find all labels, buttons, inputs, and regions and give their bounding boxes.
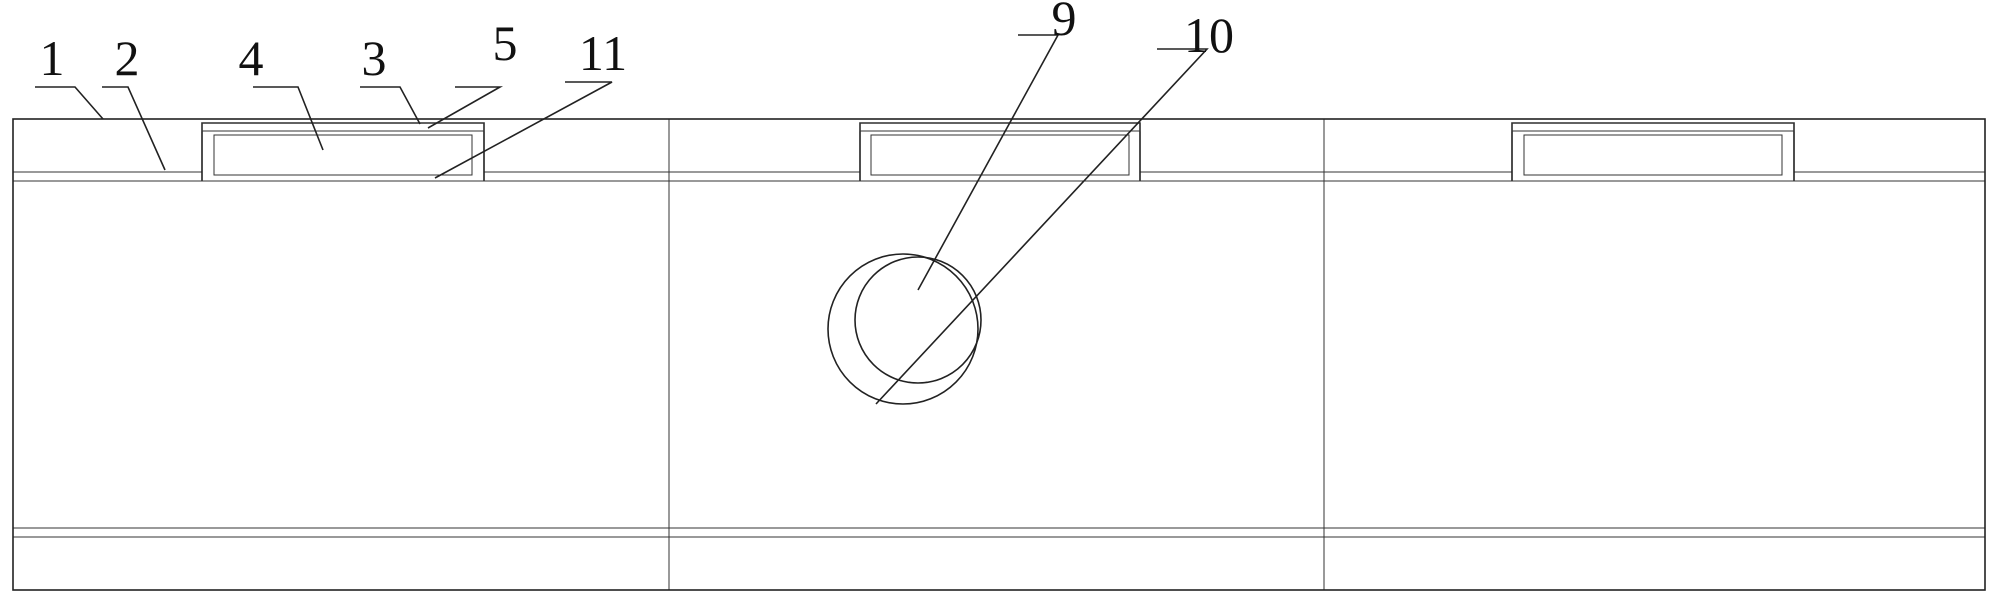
label-4: 4 (239, 30, 264, 86)
label-10: 10 (1184, 7, 1234, 63)
label-2: 2 (115, 30, 140, 86)
label-11: 11 (579, 25, 627, 81)
inner-circle (854, 256, 982, 384)
middle-region (12, 180, 1986, 529)
label-5: 5 (493, 15, 518, 71)
recess-unit-2 (859, 122, 1141, 181)
label-9: 9 (1052, 0, 1077, 46)
outer-circle (827, 253, 979, 405)
recess-unit-1 (201, 122, 485, 181)
leader-lines (35, 34, 1209, 405)
outer-frame (12, 118, 1986, 591)
bottom-thin-layer (12, 527, 1986, 538)
recess-unit-3 (1511, 122, 1795, 181)
bottom-outer-layer (12, 536, 1986, 591)
label-3: 3 (362, 30, 387, 86)
label-1: 1 (40, 30, 65, 86)
